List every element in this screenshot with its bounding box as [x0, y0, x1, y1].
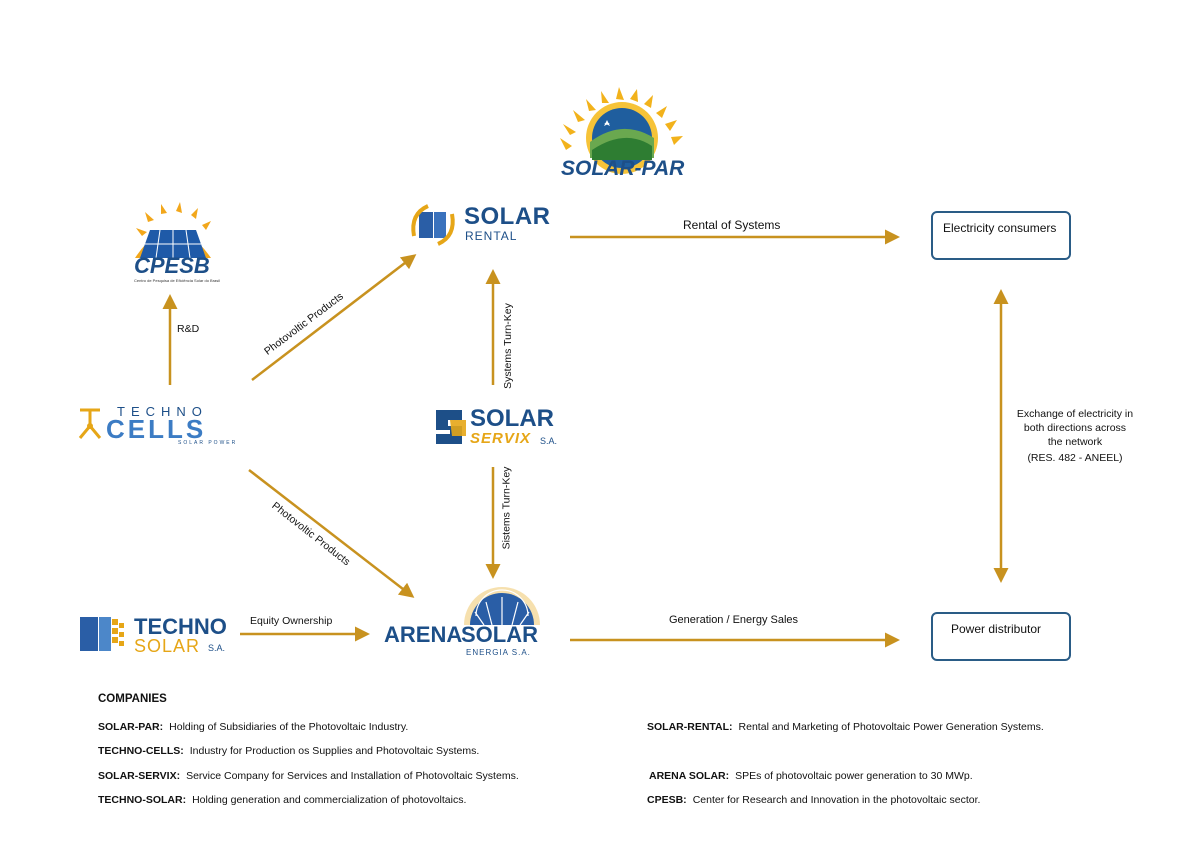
arena-solar-logo-graphic — [464, 587, 540, 626]
solar-par-logo-text: SOLAR-PAR — [561, 157, 685, 180]
company-row-techno-solar: TECHNO-SOLAR: Holding generation and comm… — [98, 794, 466, 806]
companies-title: COMPANIES — [98, 693, 167, 705]
edge-label-equity-ownership: Equity Ownership — [250, 615, 333, 627]
solar-rental-logo-text-1: SOLAR — [464, 203, 551, 230]
cpesb-logo-text: CPESB — [134, 253, 210, 278]
company-desc: Center for Research and Innovation in th… — [692, 794, 981, 806]
company-row-solar-rental: SOLAR-RENTAL: Rental and Marketing of Pho… — [647, 721, 1044, 733]
company-name: TECHNO-CELLS: — [98, 745, 184, 757]
company-desc: Rental and Marketing of Photovoltaic Pow… — [738, 721, 1044, 733]
company-row-solar-servix: SOLAR-SERVIX: Service Company for Service… — [98, 770, 519, 782]
edge-label-rental-of-systems: Rental of Systems — [683, 218, 781, 232]
edge-label-systems-turnkey: Systems Turn-Key — [501, 303, 514, 389]
exchange-electricity-note: Exchange of electricity in both directio… — [1010, 407, 1140, 465]
techno-cells-logo-text-1: TECHNO — [117, 404, 208, 419]
solar-servix-logo-text-2: SERVIX — [470, 430, 532, 447]
edge-label-generation-sales: Generation / Energy Sales — [669, 614, 799, 626]
techno-cells-logo-text-3: SOLAR POWER — [178, 440, 238, 446]
company-desc: Holding of Subsidiaries of the Photovolt… — [169, 721, 409, 733]
solar-rental-logo-text-2: RENTAL — [465, 229, 518, 243]
solar-servix-logo-graphic — [436, 410, 466, 444]
exchange-note-line-1: Exchange of electricity in — [1016, 408, 1134, 420]
arrow-cells-to-rental — [251, 254, 417, 381]
company-desc: Service Company for Services and Install… — [186, 770, 519, 782]
solar-servix-logo-text-1: SOLAR — [470, 405, 554, 432]
techno-solar-logo-text-1: TECHNO — [134, 614, 227, 639]
arrow-cells-to-arena — [248, 469, 415, 598]
electricity-consumers-label: Electricity consumers — [943, 221, 1057, 235]
company-name: TECHNO-SOLAR: — [98, 794, 187, 806]
arena-solar-logo-text-1: ARENA — [384, 622, 463, 647]
company-row-arena-solar: ARENA SOLAR: SPEs of photovoltaic power g… — [649, 770, 973, 782]
edge-label-rd: R&D — [177, 323, 200, 335]
electricity-consumers-box: Electricity consumers — [931, 211, 1071, 260]
solar-servix-logo-text-3: S.A. — [540, 436, 558, 446]
exchange-note-line-4: (RES. 482 - ANEEL) — [1027, 452, 1123, 464]
company-desc: SPEs of photovoltaic power generation to… — [735, 770, 973, 782]
company-name: SOLAR-SERVIX: — [98, 770, 181, 782]
techno-solar-logo-graphic — [80, 617, 124, 651]
company-name: CPESB: — [647, 794, 687, 806]
techno-cells-logo-text-2: CELLS — [106, 414, 207, 444]
company-row-cpesb: CPESB: Center for Research and Innovation… — [647, 794, 980, 806]
power-distributor-label: Power distributor — [951, 622, 1042, 636]
cpesb-logo-subtitle: Centro de Pesquisa de Eficiência Solar d… — [134, 278, 221, 283]
company-row-solar-par: SOLAR-PAR: Holding of Subsidiaries of the… — [98, 721, 408, 733]
company-name: SOLAR-PAR: — [98, 721, 164, 733]
techno-cells-logo-graphic — [78, 408, 102, 439]
exchange-note-line-3: the network — [1047, 436, 1103, 448]
company-desc: Holding generation and commercialization… — [192, 794, 467, 806]
arena-solar-logo-text-2: SOLAR — [461, 622, 538, 647]
company-row-techno-cells: TECHNO-CELLS: Industry for Production os … — [98, 745, 479, 757]
solar-rental-logo-graphic — [411, 204, 455, 246]
company-name: ARENA SOLAR: — [649, 770, 730, 782]
techno-solar-logo-text-2: SOLAR — [134, 636, 201, 656]
power-distributor-box: Power distributor — [931, 612, 1071, 661]
company-name: SOLAR-RENTAL: — [647, 721, 733, 733]
company-desc: Industry for Production os Supplies and … — [189, 745, 480, 757]
cpesb-logo-graphic — [135, 202, 211, 259]
edge-label-sistems-turnkey: Sistems Turn-Key — [500, 466, 513, 550]
arena-solar-logo-text-3: ENERGIA S.A. — [466, 648, 531, 657]
exchange-note-line-2: both directions across — [1023, 422, 1127, 434]
solar-par-logo-graphic — [560, 87, 683, 174]
techno-solar-logo-text-3: S.A. — [208, 643, 226, 653]
